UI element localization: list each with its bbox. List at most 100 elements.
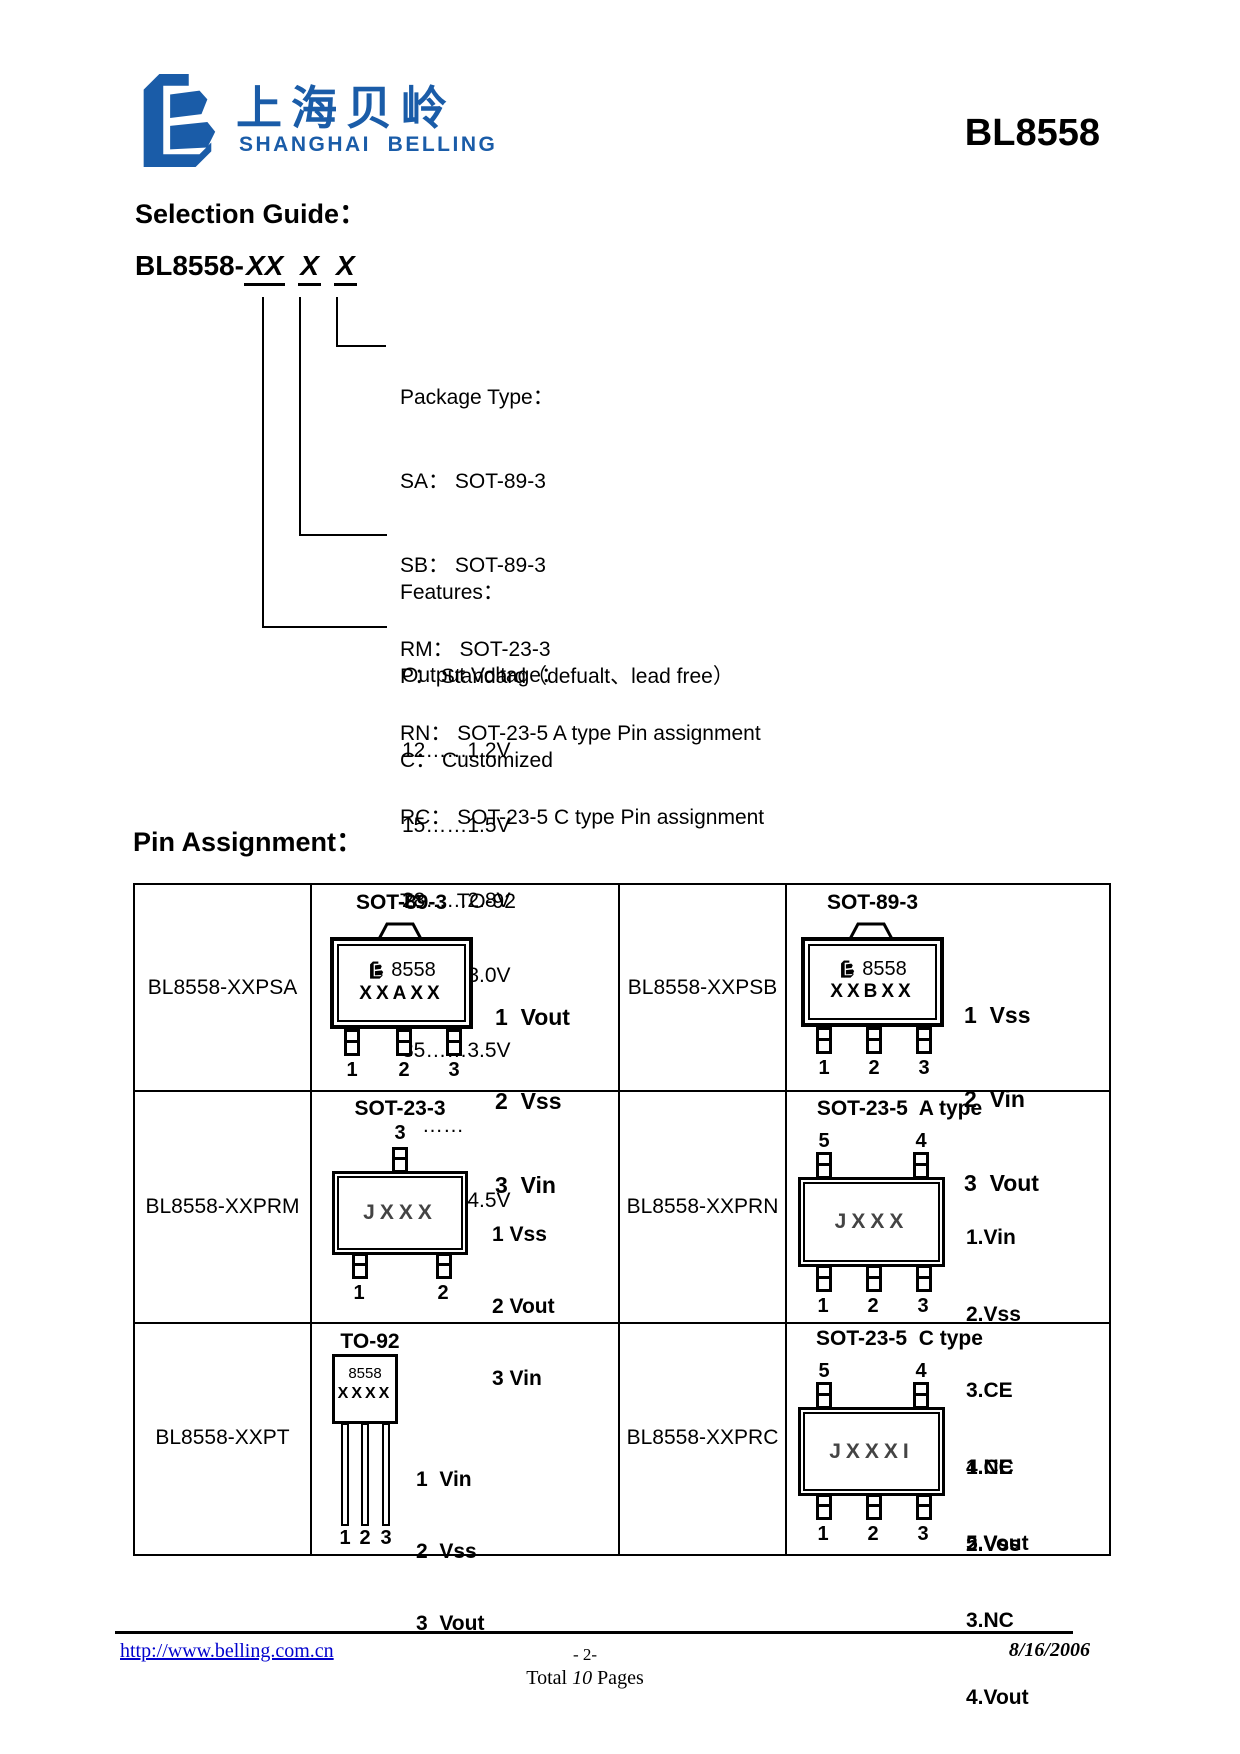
footer-rule — [115, 1631, 1073, 1634]
lead-2 — [361, 1423, 369, 1526]
total-count: 10 — [572, 1667, 593, 1689]
footer-website-link[interactable]: http://www.belling.com.cn — [120, 1640, 334, 1662]
pin-function-list: 1 Vss 2 Vout 3 Vin — [492, 1175, 555, 1439]
connector-line-package — [336, 297, 338, 347]
lead-number: 3 — [448, 1059, 460, 1081]
lead-number: 4 — [915, 1130, 927, 1152]
part-name-pt: BL8558-XXPT — [155, 1426, 290, 1449]
package-name-label: TO-92 — [340, 1330, 400, 1353]
chip-marking-code: JXXX — [834, 1210, 909, 1233]
lead-3 — [446, 1029, 462, 1056]
part-name-prn: BL8558-XXPRN — [626, 1195, 779, 1218]
package-type-item: SA： SOT-89-3 — [400, 470, 546, 493]
lead-1 — [341, 1423, 349, 1526]
package-type-list: Package Type： SA： SOT-89-3 SB： SOT-89-3 … — [400, 328, 764, 972]
package-type-item: SB： SOT-89-3 — [400, 554, 546, 577]
output-voltage-item: 15……1.5V — [402, 814, 511, 837]
lead-number: 2 — [867, 1523, 879, 1545]
lead-5 — [816, 1152, 832, 1179]
lead-number: 2 — [867, 1295, 879, 1317]
package-name-label: SOT-23-5 C type — [816, 1327, 983, 1350]
diagram-sot89-psb: SOT-89-3 8558 XXBXX 1 2 3 — [787, 885, 1109, 1196]
connector-line-feature — [299, 297, 301, 536]
diagram-sot235a-prn: SOT-23-5 A type 5 4 JXXX 1 2 3 1.Vin 2.V… — [787, 1092, 1109, 1555]
chip-marking-number: 8558 — [348, 1365, 382, 1382]
lead-2 — [396, 1029, 412, 1056]
code-package: X — [333, 250, 357, 286]
pin-function: 1.Vin — [966, 1226, 1016, 1249]
table-divider — [785, 885, 787, 1554]
pin-function: 4.Vout — [966, 1685, 1029, 1709]
package-name-label: SOT-23-5 A type — [816, 1097, 983, 1120]
lead-number: 2 — [437, 1282, 449, 1304]
pin-function: 3.CE — [966, 1379, 1013, 1402]
connector-elbow-package — [336, 345, 386, 347]
lead-number: 2 — [868, 1057, 880, 1079]
output-voltage-title: Output Voltage： — [402, 664, 562, 687]
output-voltage-item: 28……2.8V — [402, 889, 511, 912]
connector-elbow-voltage — [262, 626, 387, 628]
lead-number: 3 — [917, 1295, 929, 1317]
package-name-label: SOT-89-3 — [826, 891, 919, 914]
lead-2 — [436, 1253, 452, 1279]
lead-number: 1 — [817, 1295, 829, 1317]
belling-logo-icon — [143, 73, 216, 168]
lead-number: 3 — [380, 1527, 392, 1549]
code-voltage: XX — [243, 250, 286, 286]
lead-number: 1 — [346, 1059, 358, 1081]
pin-function: 3 Vout — [416, 1612, 485, 1635]
lead-number: 5 — [818, 1360, 830, 1382]
lead-4 — [913, 1382, 929, 1409]
lead-number: 4 — [915, 1360, 927, 1382]
lead-number: 3 — [394, 1122, 406, 1144]
package-body: JXXX — [798, 1177, 945, 1267]
pin-function: 2 Vout — [492, 1295, 555, 1318]
pin-function: 3 Vout — [964, 1170, 1039, 1196]
part-name-prm: BL8558-XXPRM — [145, 1195, 300, 1218]
part-name-prc: BL8558-XXPRC — [626, 1426, 779, 1449]
part-name-psb: BL8558-XXPSB — [627, 975, 778, 999]
package-type-item: RC： SOT-23-5 C type Pin assignment — [400, 806, 765, 829]
pin-function: 5.Vout — [966, 1532, 1029, 1555]
chip-marking-code: XXAXX — [359, 983, 444, 1004]
package-body: JXXXI — [798, 1407, 945, 1496]
lead-2 — [866, 1027, 882, 1054]
pin-function: 1.CE — [966, 1456, 1013, 1479]
lead-number: 5 — [818, 1130, 830, 1152]
package-body: 8558 XXXX — [332, 1354, 398, 1424]
footer-page-number: - 2- — [572, 1645, 598, 1664]
lead-number: 1 — [818, 1057, 830, 1079]
features-item: P： Standard（defualt、lead free） — [400, 665, 734, 688]
lead-1 — [344, 1029, 360, 1056]
lead-3 — [382, 1423, 390, 1526]
chip-marking-number: 8558 — [862, 957, 907, 980]
diagram-sot235c-prc: SOT-23-5 C type 5 4 JXXXI 1 2 3 1.CE 2.V… — [787, 1324, 1109, 1709]
package-type-item: RM： SOT-23-3 — [400, 638, 551, 661]
package-tab-icon — [848, 922, 894, 939]
lead-number: 2 — [398, 1059, 410, 1081]
part-name-psa: BL8558-XXPSA — [147, 975, 298, 999]
lead-1 — [816, 1494, 832, 1520]
pin-function-list: 1 Vss 2 Vin 3 Vout — [964, 945, 1039, 1253]
package-name-label: SOT-23-3 — [354, 1097, 446, 1120]
diagram-sot89-psa: SOT-89-3 8558 XXAXX 1 2 3 — [312, 885, 618, 1198]
diagram-to92-pt: TO-92 8558 XXXX 1 2 3 1 Vin 2 Vss 3 Vout — [312, 1324, 618, 1635]
table-divider — [135, 1322, 1109, 1324]
pin-assignment-heading: Pin Assignment： — [133, 827, 364, 857]
lead-1 — [352, 1253, 368, 1279]
chip-marking-code: XXXX — [337, 1385, 393, 1402]
package-tab-icon — [377, 922, 423, 939]
pin-function: 1 Vss — [492, 1223, 547, 1246]
chip-marking-code: XXBXX — [830, 981, 915, 1002]
features-title: Features： — [400, 581, 504, 604]
pin-function: 2 Vss — [495, 1088, 562, 1114]
pin-function-list: 1.CE 2.Vss 3.NC 4.Vout 5.Vin — [966, 1404, 1029, 1754]
belling-mark-icon — [841, 960, 855, 978]
lead-3 — [916, 1494, 932, 1520]
footer-date: 8/16/2006 — [1008, 1639, 1090, 1661]
chip-marking-number: 8558 — [391, 958, 436, 981]
pin-function: 4.NC — [966, 1455, 1014, 1479]
pin-function: 2 Vin — [964, 1086, 1025, 1112]
